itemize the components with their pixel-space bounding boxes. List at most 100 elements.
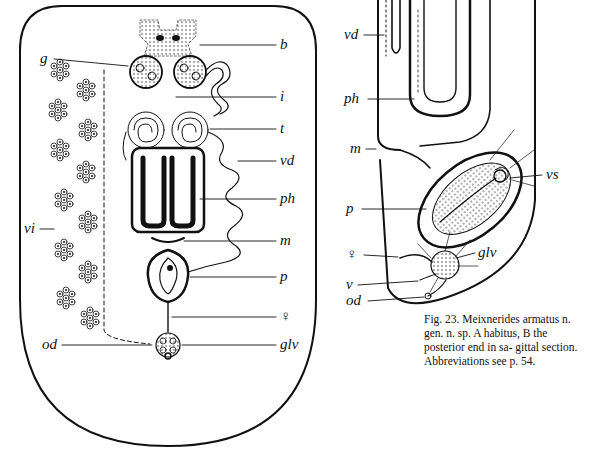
vitellarium-lobe <box>77 165 83 171</box>
vitellarium-dot <box>87 263 89 265</box>
vitellarium-lobe <box>89 165 95 171</box>
vitellarium-lobe <box>83 177 89 183</box>
vitellarium-lobe <box>81 319 87 325</box>
vitellarium-lobe <box>91 131 97 137</box>
copulatory-organ <box>148 250 188 302</box>
vitellarium-lobe <box>55 201 61 207</box>
vitellarium-lobe <box>61 103 67 109</box>
germarium <box>130 56 162 88</box>
vitellarium-lobe <box>85 135 91 141</box>
vitellarium-dot <box>79 167 81 169</box>
vitellarium-dot <box>63 191 65 193</box>
seminal-vesicle <box>494 170 506 182</box>
vitellarium-lobe <box>93 319 99 325</box>
vitellarium-lobe <box>77 83 83 89</box>
vitellarium-lobe <box>85 269 91 275</box>
vitellarium-lobe <box>77 173 83 179</box>
vitellarium-dot <box>53 65 55 67</box>
vitellarium-lobe <box>89 91 95 97</box>
vitellarium-lobe <box>57 59 63 65</box>
vitellarium-lobe <box>55 193 61 199</box>
vitellarium-lobe <box>85 119 91 125</box>
vitellarium-dot <box>63 241 65 243</box>
vitellarium-dot <box>65 153 67 155</box>
vitellarium-lobe <box>61 189 67 195</box>
vitellarium-dot <box>81 125 83 127</box>
part-label: vd <box>280 152 294 169</box>
vitellarium-dot <box>83 321 85 323</box>
vitellarium-lobe <box>63 71 69 77</box>
vitellarium-lobe <box>83 79 89 85</box>
vitellarium-dot <box>63 207 65 209</box>
vitellarium-lobe <box>85 211 91 217</box>
vitellarium-dot <box>63 105 65 107</box>
vitellarium-dot <box>81 267 83 269</box>
vitellarium-dot <box>57 117 59 119</box>
copulatory-organ <box>401 134 539 266</box>
part-label: ♀ <box>280 308 291 325</box>
vitellarium-lobe <box>83 169 89 175</box>
vitellarium-dot <box>85 163 87 165</box>
vitellarium-lobe <box>61 255 67 261</box>
vitellarium-dot <box>57 195 59 197</box>
body-outline <box>380 0 535 303</box>
vitellarium-dot <box>53 73 55 75</box>
vitellarium-lobe <box>79 131 85 137</box>
vitellarium-lobe <box>63 143 69 149</box>
vitellarium-dot <box>87 229 89 231</box>
part-label: ph <box>280 190 295 207</box>
vitellarium-lobe <box>85 219 91 225</box>
vitellarium-dot <box>59 149 61 151</box>
vitellarium-lobe <box>93 311 99 317</box>
vitellarium-lobe <box>79 215 85 221</box>
vitellarium-dot <box>87 121 89 123</box>
vitellarium-lobe <box>85 261 91 267</box>
vitellarium-lobe <box>55 107 61 113</box>
vitellarium-lobe <box>57 75 63 81</box>
vitellarium-lobe <box>55 99 61 105</box>
vitellarium-dot <box>65 305 67 307</box>
vitellarium-dot <box>85 89 87 91</box>
vitellarium-dot <box>69 253 71 255</box>
vitellarium-lobe <box>51 71 57 77</box>
vitellarium-dot <box>57 109 59 111</box>
vitellarium-dot <box>91 175 93 177</box>
vitellarium-dot <box>91 167 93 169</box>
vitellarium-lobe <box>51 151 57 157</box>
vitellarium-dot <box>95 321 97 323</box>
part-label: vi <box>24 220 35 237</box>
vitellarium-lobe <box>57 291 63 297</box>
vitellarium-lobe <box>79 265 85 271</box>
vitellarium-lobe <box>91 215 97 221</box>
part-label: g <box>40 50 48 67</box>
vitellarium-lobe <box>67 193 73 199</box>
vitellaria <box>49 59 99 329</box>
vitellarium-dot <box>59 157 61 159</box>
vitellarium-dot <box>57 203 59 205</box>
vitellarium-dot <box>89 317 91 319</box>
vitellarium-lobe <box>67 243 73 249</box>
pharynx <box>132 148 204 232</box>
vitellarium-dot <box>57 245 59 247</box>
vitellarium-dot <box>69 195 71 197</box>
part-label: v <box>346 276 353 293</box>
vitellarium-lobe <box>61 205 67 211</box>
vitellarium-dot <box>91 85 93 87</box>
leader-lines <box>40 45 276 345</box>
vitellarium-lobe <box>55 115 61 121</box>
body-outline <box>20 6 316 446</box>
part-label: od <box>346 292 361 309</box>
vitellarium-lobe <box>79 223 85 229</box>
vitellarium-dot <box>87 271 89 273</box>
vitellarium-dot <box>85 171 87 173</box>
vas-deferens <box>392 0 400 53</box>
vitellarium-dot <box>85 97 87 99</box>
vitellarium-dot <box>87 213 89 215</box>
vitellarium-dot <box>89 325 91 327</box>
vitellarium-dot <box>59 301 61 303</box>
vitellarium-lobe <box>81 311 87 317</box>
vitellarium-dot <box>81 133 83 135</box>
vitellarium-dot <box>65 297 67 299</box>
vitellarium-lobe <box>83 95 89 101</box>
vitellarium-lobe <box>91 273 97 279</box>
